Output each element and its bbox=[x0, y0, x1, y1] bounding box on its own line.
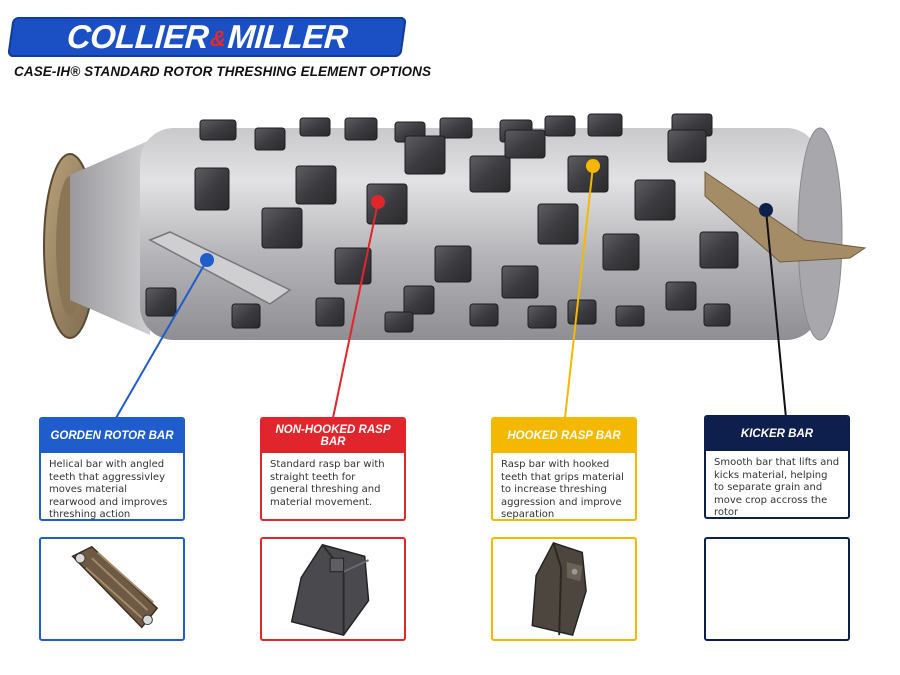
hooked-rasp-bar-image bbox=[531, 541, 587, 637]
page-subtitle: CASE-IH® STANDARD ROTOR THRESHING ELEMEN… bbox=[14, 64, 432, 79]
hooked-rasp-bar-image-box bbox=[491, 537, 637, 641]
non-hooked-leader-line bbox=[332, 201, 379, 419]
gorden-bar-on-rotor bbox=[148, 231, 292, 305]
non-hooked-rasp-bar-title: NON-HOOKED RASP BAR bbox=[262, 419, 404, 453]
kicker-bar-description: Smooth bar that lifts and kicks material… bbox=[714, 457, 840, 518]
kicker-marker bbox=[759, 203, 773, 217]
kicker-bar-title: KICKER BAR bbox=[706, 417, 848, 451]
rotor-end-cap bbox=[797, 127, 843, 341]
leader-lines bbox=[115, 159, 787, 419]
non-hooked-rasp-bar-card: NON-HOOKED RASP BAR Standard rasp bar wi… bbox=[260, 417, 406, 521]
brand-ampersand: & bbox=[209, 26, 227, 51]
non-hooked-rasp-bar-description: Standard rasp bar with straight teeth fo… bbox=[270, 459, 385, 508]
gorden-rotor-bar-image-box bbox=[39, 537, 185, 641]
non-hooked-rasp-bar-image bbox=[290, 543, 370, 636]
kicker-bar-card: KICKER BAR Smooth bar that lifts and kic… bbox=[704, 415, 850, 519]
rotor-cone bbox=[70, 140, 150, 335]
hooked-rasp-bar-description: Rasp bar with hooked teeth that grips ma… bbox=[501, 459, 624, 520]
non-hooked-marker bbox=[371, 195, 385, 209]
hooked-rasp-bar-title: HOOKED RASP BAR bbox=[493, 419, 635, 453]
brand-name-right: MILLER bbox=[226, 18, 349, 55]
hooked-marker bbox=[586, 159, 600, 173]
brand-name-left: COLLIER bbox=[65, 18, 210, 55]
gorden-marker bbox=[200, 253, 214, 267]
kicker-leader-line bbox=[765, 209, 787, 419]
kicker-bar-image-box bbox=[704, 537, 850, 641]
non-hooked-rasp-bar-image-box bbox=[260, 537, 406, 641]
hooked-rasp-bar-card: HOOKED RASP BAR Rasp bar with hooked tee… bbox=[491, 417, 637, 521]
gorden-rotor-bar-title: GORDEN ROTOR BAR bbox=[41, 419, 183, 453]
brand-logo: COLLIER&MILLER bbox=[7, 17, 407, 57]
gorden-leader-line bbox=[115, 259, 208, 419]
gorden-rotor-bar-image bbox=[71, 545, 159, 629]
gorden-rotor-bar-card: GORDEN ROTOR BAR Helical bar with angled… bbox=[39, 417, 185, 521]
rotor-teeth bbox=[145, 113, 739, 333]
gorden-rotor-bar-description: Helical bar with angled teeth that aggre… bbox=[49, 459, 168, 520]
kicker-blade bbox=[704, 171, 867, 263]
rotor-image bbox=[43, 113, 867, 341]
hooked-leader-line bbox=[564, 165, 594, 419]
